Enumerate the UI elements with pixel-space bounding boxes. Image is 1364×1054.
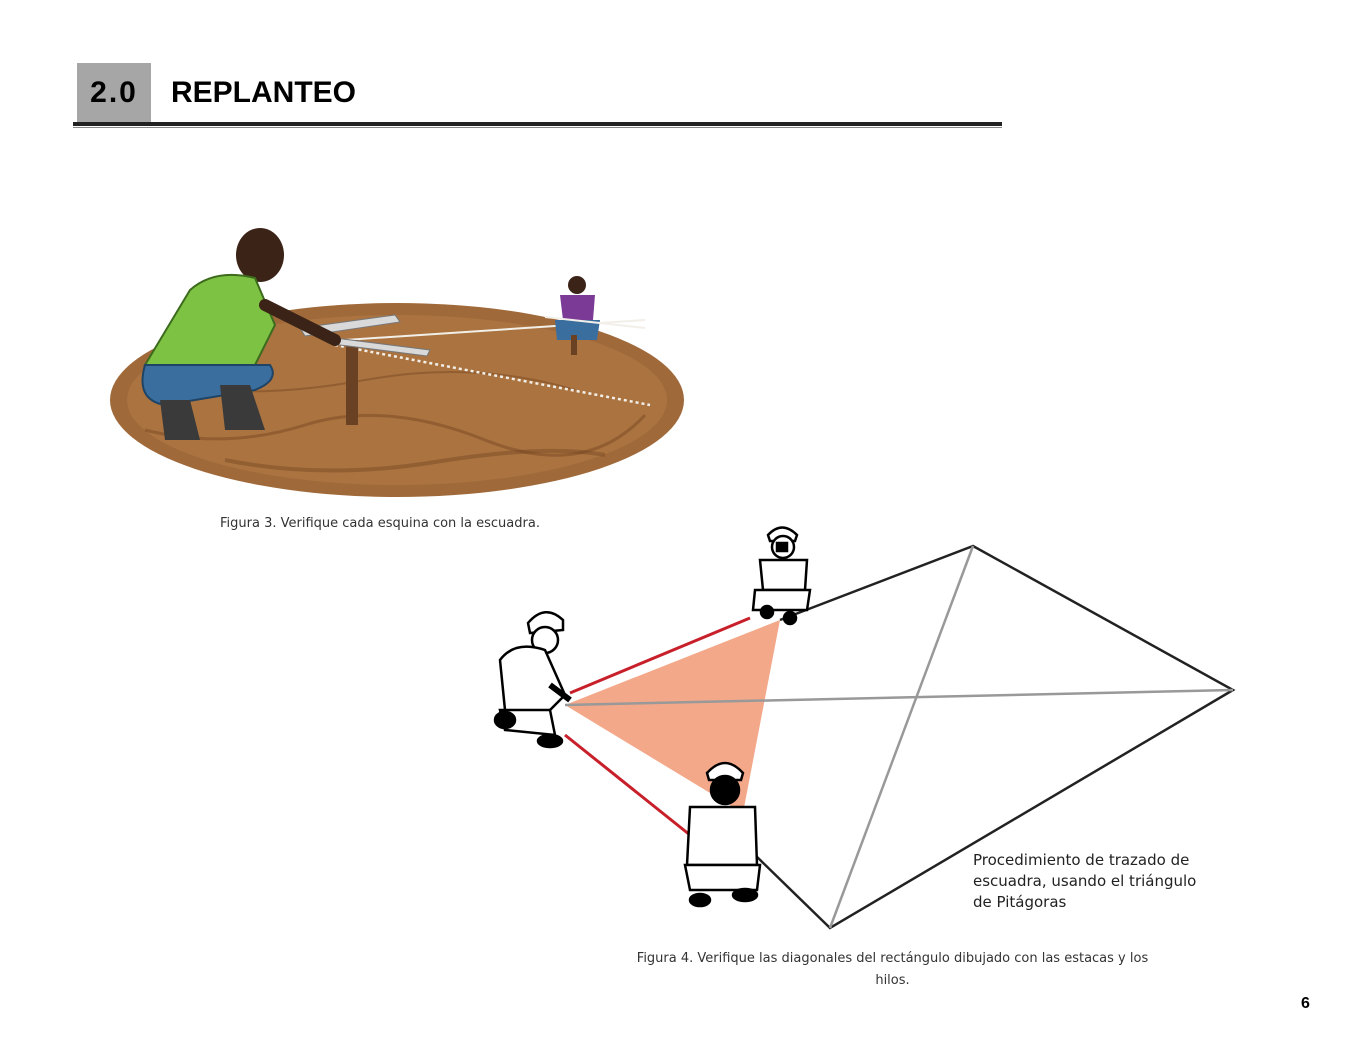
crouching-woman — [555, 276, 600, 355]
page-number: 6 — [1301, 995, 1310, 1012]
worker-top — [751, 526, 812, 626]
string-red-bottom — [564, 733, 691, 837]
section-title: REPLANTEO — [171, 76, 357, 109]
string-red-top — [569, 616, 751, 695]
diagonal-1 — [828, 545, 975, 929]
figure3-caption: Figura 3. Verifique cada esquina con la … — [220, 516, 540, 531]
figure3-illustration — [110, 228, 684, 497]
wooden-stake — [346, 340, 358, 425]
figure4-illustration — [493, 526, 1236, 930]
figure4-annotation: Procedimiento de trazado de escuadra, us… — [973, 851, 1197, 911]
figure4-caption: Figura 4. Verifique las diagonales del r… — [636, 951, 1149, 988]
section-number: 2.0 — [77, 63, 151, 123]
worker-left — [493, 611, 572, 749]
header-rule — [73, 122, 1002, 126]
worker-bottom — [683, 761, 762, 908]
crouching-man — [141, 228, 341, 440]
diagonal-2 — [564, 688, 1234, 707]
header-rule-thin — [73, 127, 1002, 128]
